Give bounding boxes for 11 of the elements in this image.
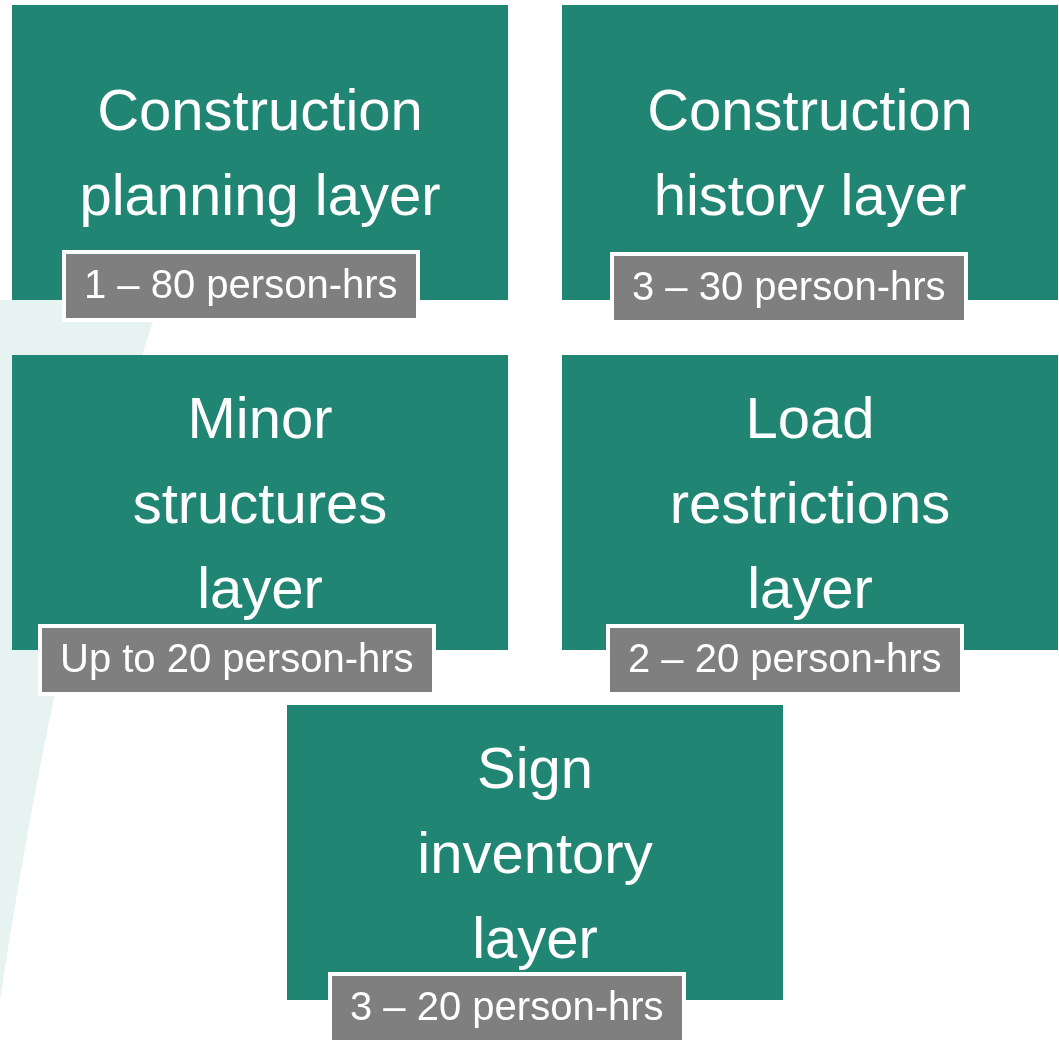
box-title: Construction planning layer	[78, 76, 442, 229]
box-title: Sign inventory layer	[416, 734, 654, 972]
duration-badge: 3 – 20 person-hrs	[328, 972, 686, 1040]
duration-badge: 1 – 80 person-hrs	[62, 250, 420, 322]
process-box	[12, 355, 508, 696]
duration-badge: Up to 20 person-hrs	[38, 624, 436, 696]
process-box	[12, 5, 508, 322]
box-title: Load restrictions layer	[668, 384, 952, 622]
box-title: Construction history layer	[646, 76, 974, 229]
box-title: Minor structures layer	[131, 384, 389, 622]
process-box	[287, 705, 783, 1040]
